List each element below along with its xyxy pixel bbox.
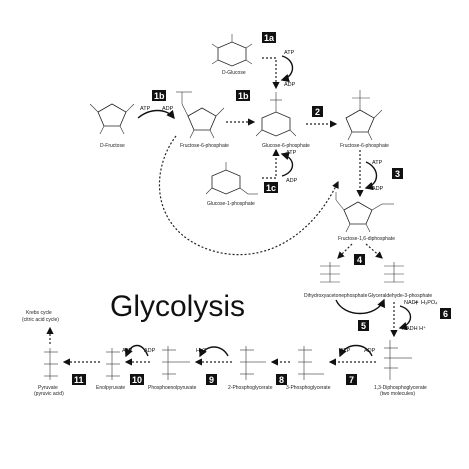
label-2-phosphoglycerate: 2-Phosphoglycerate — [228, 385, 273, 391]
cofactor-nad: NAD⁺ — [404, 299, 419, 306]
label-fructose-1-6-diphosphate: Fructose-1,6-diphosphate — [338, 236, 395, 242]
step-box-7: 7 — [346, 374, 357, 385]
step-box-8: 8 — [276, 374, 287, 385]
phosphoglycerate-3-structure — [298, 346, 324, 380]
cofactor-atp-1c: ATP — [286, 150, 297, 156]
arrow-7-adp-atp — [338, 344, 373, 358]
label-pyruvic-acid: (pyruvic acid) — [34, 391, 64, 397]
arrow-5-isomerase — [335, 298, 385, 315]
label-3-phosphoglycerate: 3-Phosphoglycerate — [286, 385, 331, 391]
cofactor-plus: + — [414, 298, 419, 307]
step-box-3: 3 — [392, 168, 403, 179]
label-citric-acid-cycle: (citric acid cycle) — [22, 317, 59, 323]
arrow-split-dhap — [337, 243, 353, 259]
svg-text:4: 4 — [357, 255, 362, 265]
svg-text:1b: 1b — [154, 91, 165, 101]
step-box-1b-left: 1b — [152, 90, 166, 101]
phosphoglycerate-2-structure — [240, 346, 266, 380]
cofactor-adp-1b: ADP — [162, 106, 174, 112]
label-d-fructose: D-Fructose — [100, 143, 125, 149]
arrow-9-h2o — [199, 346, 229, 358]
cofactor-adp-7: ADP — [364, 348, 376, 354]
cofactor-atp-1b: ATP — [140, 106, 151, 112]
glucose-1-phosphate-structure — [205, 162, 258, 195]
svg-text:9: 9 — [209, 375, 214, 385]
label-enolpyruvate: Enolpyruvate — [96, 385, 125, 391]
step-box-1b-right: 1b — [236, 90, 250, 101]
svg-text:10: 10 — [132, 375, 142, 385]
arrow-6-nad — [398, 305, 412, 331]
label-glyceraldehyde-3-phosphate: Glyceraldehyde-3-phosphate — [368, 293, 432, 299]
enolpyruvate-structure — [106, 348, 120, 380]
cofactor-atp-10: ATP — [122, 348, 133, 354]
label-pyruvate: Pyruvate — [38, 385, 58, 391]
label-phosphoenolpyruvate: Phosphoenolpyruvate — [148, 385, 197, 391]
diphosphoglycerate-structure — [384, 340, 412, 380]
step-box-1a: 1a — [262, 32, 276, 43]
cofactor-h2o-9: H₂O — [196, 348, 207, 354]
label-diphosphoglycerate: 1,3-Diphosphoglycerate — [374, 385, 427, 391]
arrow-1b-fructose — [137, 109, 175, 120]
d-glucose-structure — [211, 34, 253, 67]
arrow-glucose-to-g6p — [262, 57, 280, 90]
arrow-3-atp-adp — [364, 161, 378, 191]
d-fructose-structure — [89, 103, 135, 135]
label-krebs-cycle: Krebs cycle — [26, 310, 52, 316]
cofactor-atp-1a: ATP — [284, 50, 295, 56]
svg-text:3: 3 — [395, 169, 400, 179]
step-box-5: 5 — [358, 320, 369, 331]
fructose-1-6-diphosphate-structure — [335, 192, 394, 233]
label-glucose-1-phosphate: Glucose-1-phosphate — [207, 201, 255, 207]
arrow-1c-atp-adp — [280, 151, 294, 177]
cofactor-phosphate: H₃PO₄ — [421, 300, 438, 306]
dihydroxyacetonephosphate-structure — [320, 262, 340, 283]
arrow-1a-atp-adp — [280, 55, 294, 83]
cofactor-atp-3: ATP — [372, 160, 383, 166]
label-fructose-6-phosphate-left: Fructose-6-phosphate — [180, 143, 229, 149]
cofactor-nadh: NADH H⁺ — [402, 325, 426, 332]
arrow-loop-f6p — [158, 135, 339, 256]
step-box-6: 6 — [440, 308, 451, 319]
cofactor-atp-7: ATP — [340, 348, 351, 354]
step-box-9: 9 — [206, 374, 217, 385]
svg-text:6: 6 — [443, 309, 448, 319]
svg-text:11: 11 — [74, 375, 84, 385]
cofactor-adp-1a: ADP — [284, 82, 296, 88]
svg-text:5: 5 — [361, 321, 366, 331]
svg-text:2: 2 — [315, 107, 320, 117]
svg-text:1a: 1a — [264, 33, 275, 43]
svg-text:7: 7 — [349, 375, 354, 385]
label-d-glucose: D-Glucose — [222, 70, 246, 76]
cofactor-adp-1c: ADP — [286, 178, 298, 184]
arrow-split-g3p — [365, 243, 383, 259]
label-glucose-6-phosphate: Glucose-6-phosphate — [262, 143, 310, 149]
svg-text:8: 8 — [279, 375, 284, 385]
arrow-10-adp-atp — [124, 344, 149, 358]
step-box-1c: 1c — [264, 182, 278, 193]
step-box-10: 10 — [130, 374, 144, 385]
step-box-11: 11 — [72, 374, 86, 385]
fructose-6-phosphate-right-structure — [345, 90, 383, 141]
glyceraldehyde-3-phosphate-structure — [384, 262, 404, 283]
pyruvate-structure — [44, 348, 58, 380]
step-box-2: 2 — [312, 106, 323, 117]
step-box-4: 4 — [354, 254, 365, 265]
label-diphosphoglycerate-note: (two molecules) — [380, 391, 415, 397]
svg-text:1b: 1b — [238, 91, 249, 101]
diagram-title: Glycolysis — [110, 290, 245, 323]
label-dihydroxyacetonephosphate: Dihydroxyacetonephosphate — [304, 293, 368, 299]
arrow-g1p-to-g6p — [262, 148, 280, 179]
label-fructose-6-phosphate-right: Fructose-6-phosphate — [340, 143, 389, 149]
svg-text:1c: 1c — [266, 183, 276, 193]
phosphoenolpyruvate-structure — [162, 346, 190, 380]
cofactor-adp-3: ADP — [372, 186, 384, 192]
cofactor-adp-10: ADP — [144, 348, 156, 354]
fructose-6-phosphate-left-structure — [176, 91, 225, 139]
glucose-6-phosphate-structure — [255, 92, 297, 137]
